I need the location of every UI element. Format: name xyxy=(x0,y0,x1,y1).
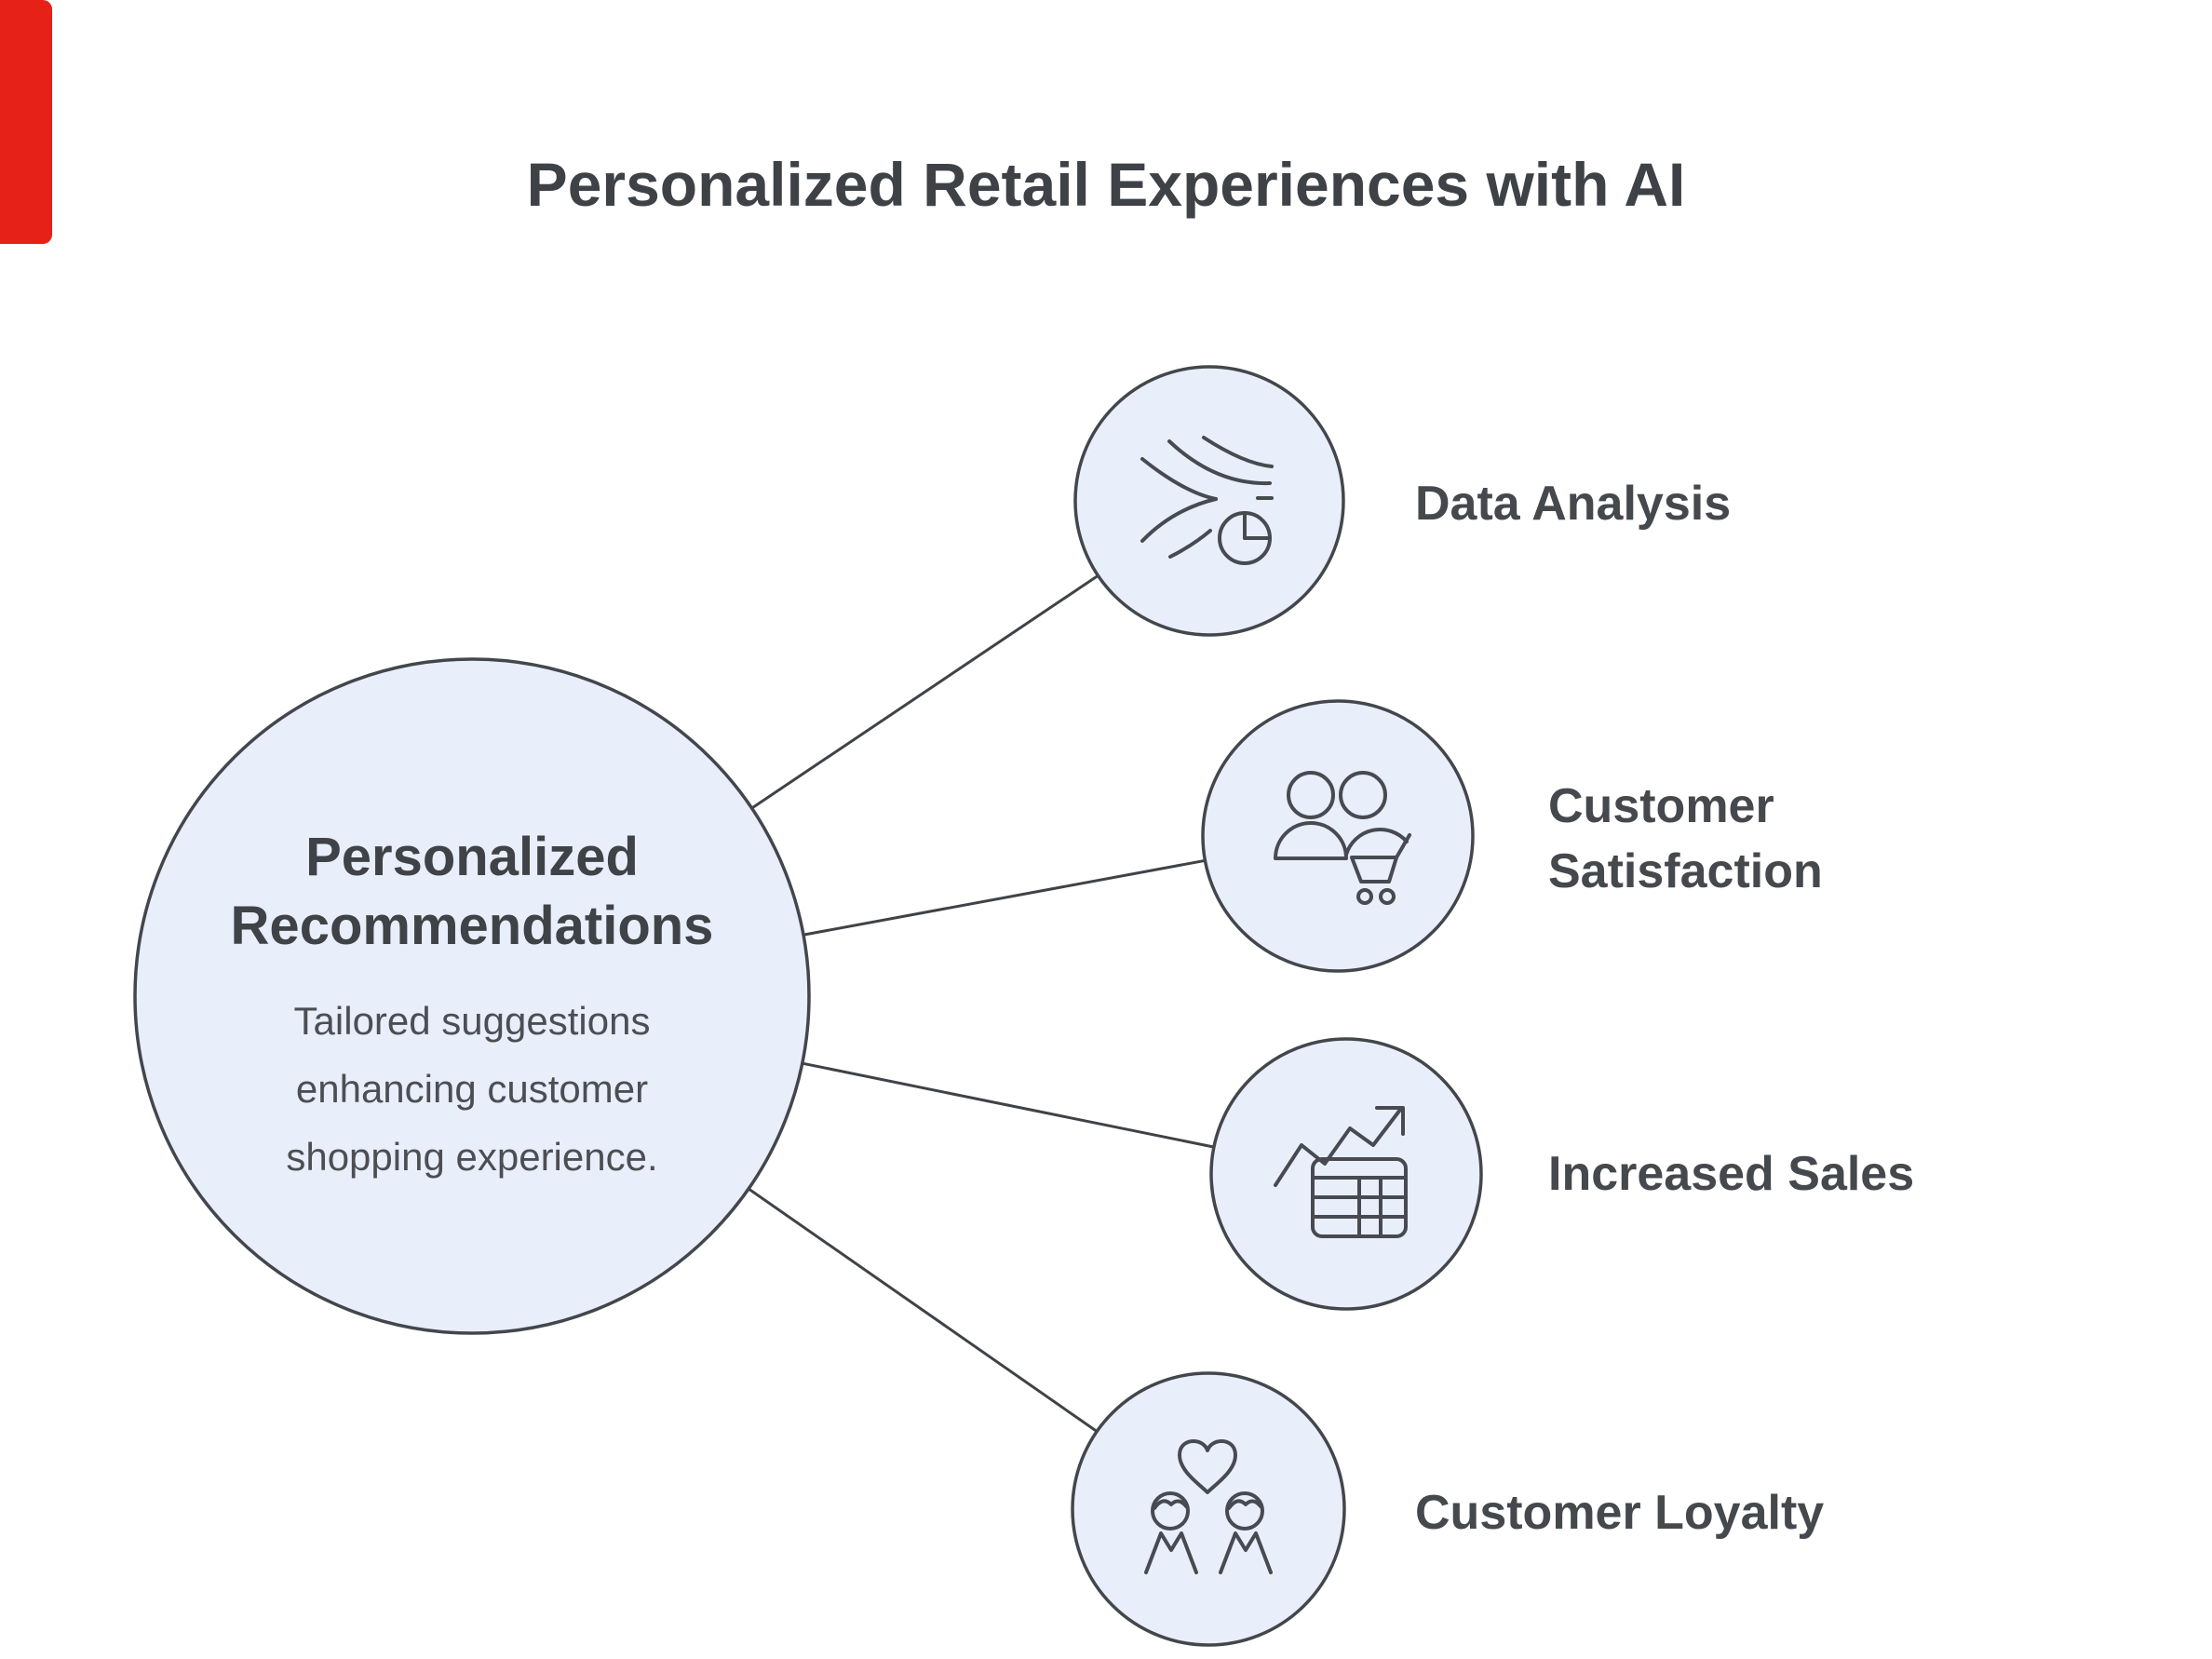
person-body-glyph xyxy=(1144,1531,1198,1574)
person-head-glyph xyxy=(1287,771,1335,819)
node-label-data-analysis: Data Analysis xyxy=(1415,477,1732,531)
center-node-circle xyxy=(133,657,811,1335)
node-label-customer-satisfaction: Customer Satisfaction xyxy=(1548,779,1823,898)
customer-loyalty-icon xyxy=(1144,1439,1273,1574)
node-label-customer-loyalty: Customer Loyalty xyxy=(1415,1486,1825,1540)
center-node-title: Personalized Recommendations xyxy=(230,827,714,956)
data-analysis-icon xyxy=(1140,436,1274,565)
customer-loyalty-circle xyxy=(1071,1371,1346,1647)
person-head-glyph xyxy=(1339,771,1387,819)
customer-satisfaction-icon xyxy=(1274,771,1411,905)
person-body-glyph xyxy=(1219,1531,1273,1574)
increased-sales-circle xyxy=(1209,1037,1483,1311)
increased-sales-icon xyxy=(1274,1106,1408,1238)
heart-glyph xyxy=(1178,1439,1237,1494)
person-head-glyph xyxy=(1225,1491,1264,1531)
cart-wheel-glyph xyxy=(1356,888,1373,905)
person-head-glyph xyxy=(1151,1491,1190,1531)
center-node-text: Personalized Recommendations Tailored su… xyxy=(174,823,770,1191)
cart-basket-glyph xyxy=(1350,856,1398,883)
cart-wheel-glyph xyxy=(1379,888,1396,905)
growth-arrow-glyph xyxy=(1274,1108,1402,1187)
red-corner-marker xyxy=(0,0,52,244)
node-label-increased-sales: Increased Sales xyxy=(1548,1147,1915,1201)
page-title: Personalized Retail Experiences with AI xyxy=(526,150,1686,219)
center-node-description: Tailored suggestions enhancing customer … xyxy=(286,999,658,1179)
